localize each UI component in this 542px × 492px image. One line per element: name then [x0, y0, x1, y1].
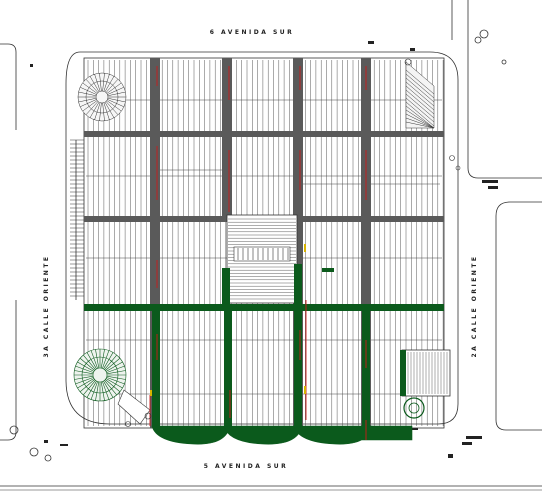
beam-col-1	[150, 58, 160, 428]
yellow-marks	[150, 244, 306, 396]
corner-top-left	[77, 72, 127, 122]
block-outline-bottom-right	[495, 201, 542, 431]
arch-3	[293, 425, 373, 445]
tree-bottom-right	[403, 397, 425, 419]
street-label-bottom: 5 AVENIDA SUR	[204, 463, 289, 470]
bottom-arches	[151, 425, 413, 445]
left-stairs	[70, 139, 84, 300]
site-markers	[125, 58, 461, 427]
beam-row-1	[84, 131, 444, 137]
block-outline-top-right	[467, 0, 542, 179]
street-label-right: 2A CALLE ORIENTE	[471, 254, 478, 357]
red-annotations	[149, 66, 367, 440]
beam-col-4	[361, 58, 371, 428]
annex-bottom-right	[400, 349, 451, 419]
block-outline-top-left	[0, 43, 17, 130]
arch-4	[361, 425, 413, 441]
arch-1	[151, 425, 231, 445]
street-label-left: 3A CALLE ORIENTE	[43, 254, 50, 357]
street-label-top: 6 AVENIDA SUR	[210, 29, 295, 36]
arch-2	[223, 425, 303, 445]
beam-col-2	[222, 58, 232, 220]
site-marks	[30, 41, 498, 458]
green-row	[84, 304, 444, 311]
beam-col-3	[293, 58, 303, 428]
block-outline-bottom-left	[0, 300, 17, 441]
site-boundary	[65, 51, 459, 425]
site-circles	[9, 29, 507, 462]
court-band	[233, 246, 291, 262]
central-court	[226, 214, 298, 304]
corner-top-right	[405, 61, 435, 129]
corner-bottom-left	[73, 348, 151, 425]
